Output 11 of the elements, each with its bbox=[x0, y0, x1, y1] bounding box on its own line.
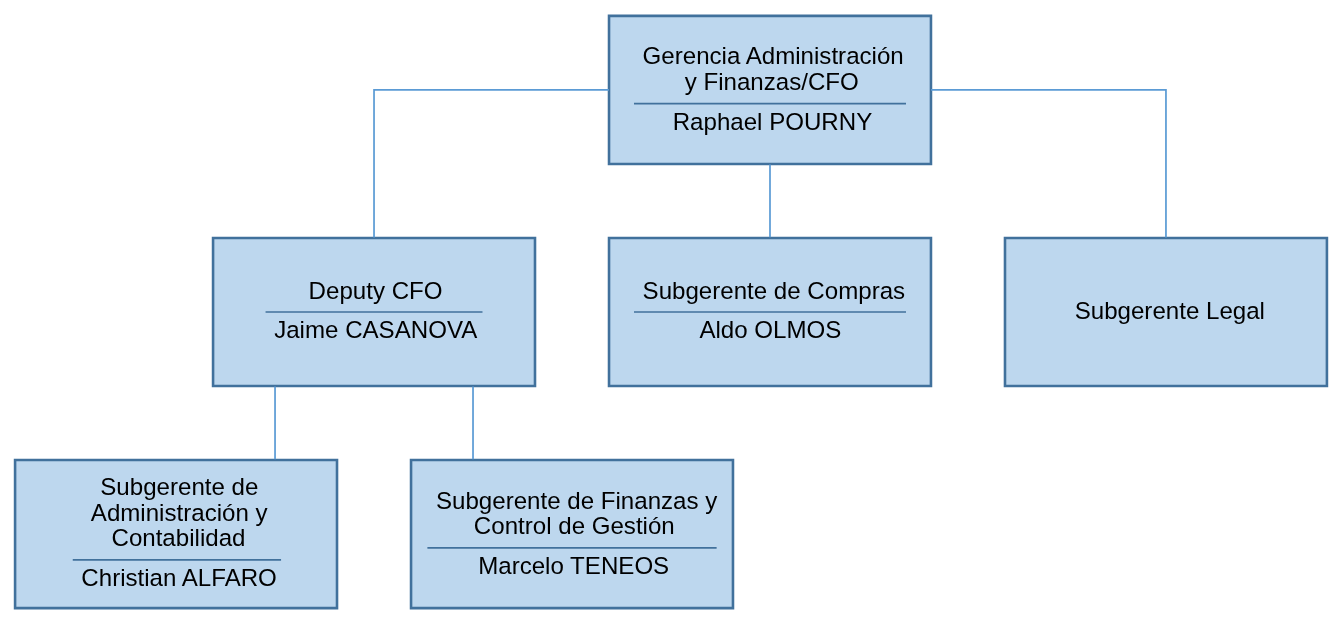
node-box: Deputy CFO Jaime CASANOVA bbox=[211, 236, 537, 387]
node-box: Subgerente de Administración y Contabilidad Christian ALFARO bbox=[13, 458, 339, 609]
connector bbox=[373, 88, 610, 238]
connector bbox=[769, 163, 771, 238]
node-box: Subgerente de Finanzas y Control de Gestión Marcelo TENEOS bbox=[409, 458, 735, 609]
connector bbox=[274, 385, 276, 460]
node-box: Subgerente de Compras Aldo OLMOS bbox=[607, 236, 933, 387]
node-box: Subgerente Legal bbox=[1003, 236, 1329, 387]
node-box: Gerencia Administración y Finanzas/CFO Raphael POURNY bbox=[607, 14, 933, 165]
connector bbox=[930, 88, 1167, 238]
connector bbox=[472, 385, 474, 460]
